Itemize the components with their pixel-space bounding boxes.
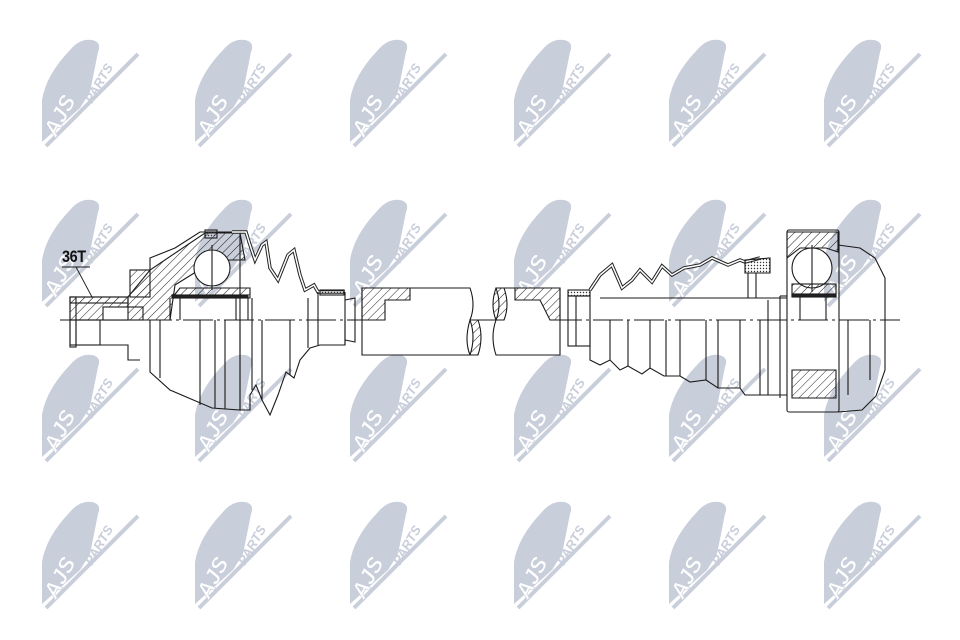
main-shaft-left xyxy=(361,287,482,356)
main-shaft-right xyxy=(492,287,561,356)
inner-boot xyxy=(567,256,771,396)
spline-count-callout: 36T xyxy=(62,247,86,266)
outer-boot xyxy=(232,230,356,417)
inner-cv-joint xyxy=(760,229,886,413)
